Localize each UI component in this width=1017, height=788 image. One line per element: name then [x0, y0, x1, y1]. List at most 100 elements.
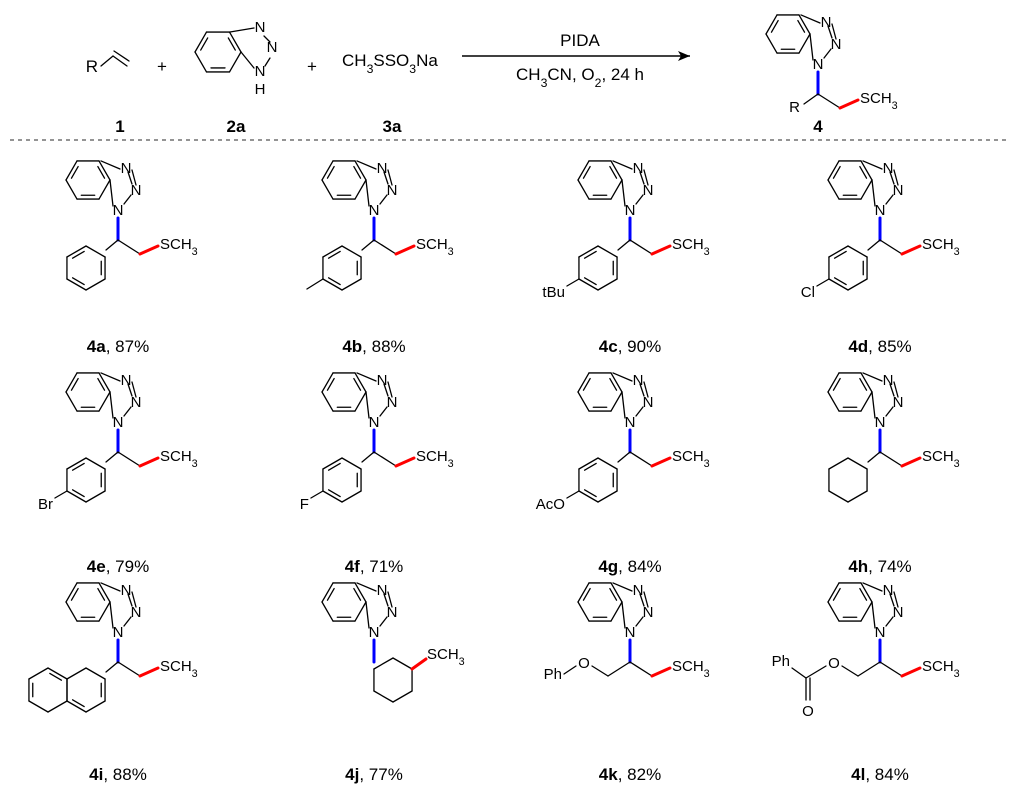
cs-bond	[138, 244, 160, 256]
bond	[85, 700, 106, 713]
compound-id: 4d	[848, 337, 868, 356]
bond	[365, 391, 370, 419]
bond	[310, 490, 324, 499]
bond	[379, 406, 388, 417]
bond	[387, 381, 393, 398]
benzotriazole: NNN	[321, 160, 397, 219]
bond	[823, 48, 832, 59]
caption-4j: 4j, 77%	[345, 765, 403, 784]
bond	[827, 391, 840, 412]
bond	[612, 372, 633, 382]
bond	[356, 582, 377, 592]
bond	[566, 278, 580, 287]
bond	[841, 665, 859, 677]
nitrogen-label: N	[255, 63, 266, 80]
bond	[85, 667, 106, 680]
yield-value: , 88%	[103, 765, 146, 784]
bond	[828, 278, 849, 291]
bond	[635, 194, 644, 205]
bond	[893, 381, 899, 398]
bond	[577, 601, 590, 622]
bond	[859, 377, 868, 391]
bond	[123, 406, 132, 417]
nitrogen-label: N	[875, 202, 886, 219]
bond	[805, 665, 827, 679]
benzotriazole: NNN	[577, 160, 653, 219]
benzo-ring	[321, 582, 367, 622]
oxygen-label: O	[828, 655, 840, 672]
nitrogen-label: N	[377, 372, 388, 389]
caption-4a: 4a, 87%	[87, 337, 149, 356]
naphthyl-ring-b	[28, 667, 68, 713]
bond	[610, 391, 623, 412]
bond	[373, 239, 397, 255]
bond	[639, 171, 645, 185]
bond	[803, 93, 819, 105]
bond	[109, 391, 114, 419]
bond	[827, 372, 840, 393]
bond	[643, 381, 649, 398]
bond	[867, 451, 881, 463]
bond	[827, 582, 840, 603]
bond	[353, 377, 362, 391]
nitrogen-label: N	[267, 39, 278, 56]
cyclohexyl-ring	[828, 457, 868, 503]
cs-bond	[650, 456, 672, 468]
benzotriazole: NNN	[65, 372, 141, 431]
bond	[306, 278, 324, 290]
compound-id: 4k	[599, 765, 618, 784]
thio-label: SCH3	[416, 448, 454, 470]
nitrogen-label: N	[893, 394, 904, 411]
benzotriazole: NNN	[827, 160, 903, 219]
bond	[327, 250, 341, 259]
thio-label: SCH3	[160, 658, 198, 680]
bond	[97, 165, 106, 179]
benzo-ring	[577, 582, 623, 622]
yield-value: , 88%	[362, 337, 405, 356]
bond	[353, 587, 362, 601]
bond	[85, 278, 106, 291]
nitrogen-label: N	[377, 582, 388, 599]
nitrogen-label: N	[377, 160, 388, 177]
bond	[71, 489, 85, 498]
nitrogen-label: N	[113, 414, 124, 431]
bond	[871, 601, 876, 629]
bond	[127, 171, 133, 185]
bond	[117, 451, 141, 467]
benzo-ring	[577, 160, 623, 200]
bond	[321, 391, 334, 412]
bond	[71, 699, 85, 708]
hydrogen-label: H	[255, 81, 266, 98]
bond	[833, 277, 847, 286]
bond	[639, 383, 645, 397]
nitrogen-label: N	[369, 202, 380, 219]
bond	[392, 657, 413, 670]
bond	[227, 37, 236, 51]
bond	[66, 245, 87, 258]
benzo-ring	[827, 372, 873, 412]
bond	[70, 377, 79, 391]
bond	[66, 278, 87, 291]
bond	[860, 179, 873, 200]
bond	[228, 51, 242, 73]
bond	[577, 372, 590, 393]
benzotriazole: NNN	[827, 372, 904, 431]
bond	[828, 457, 849, 470]
aryl-ring	[66, 245, 106, 291]
bond	[612, 582, 633, 592]
bond	[354, 391, 367, 412]
benzotriazole: NNN	[577, 582, 653, 641]
bond	[827, 25, 833, 39]
bond	[383, 383, 389, 397]
reactant-alkene: R	[86, 50, 130, 76]
thio-label: SCH3	[860, 90, 898, 112]
bond	[621, 391, 626, 419]
bond	[847, 490, 868, 503]
yield-value: , 85%	[868, 337, 911, 356]
